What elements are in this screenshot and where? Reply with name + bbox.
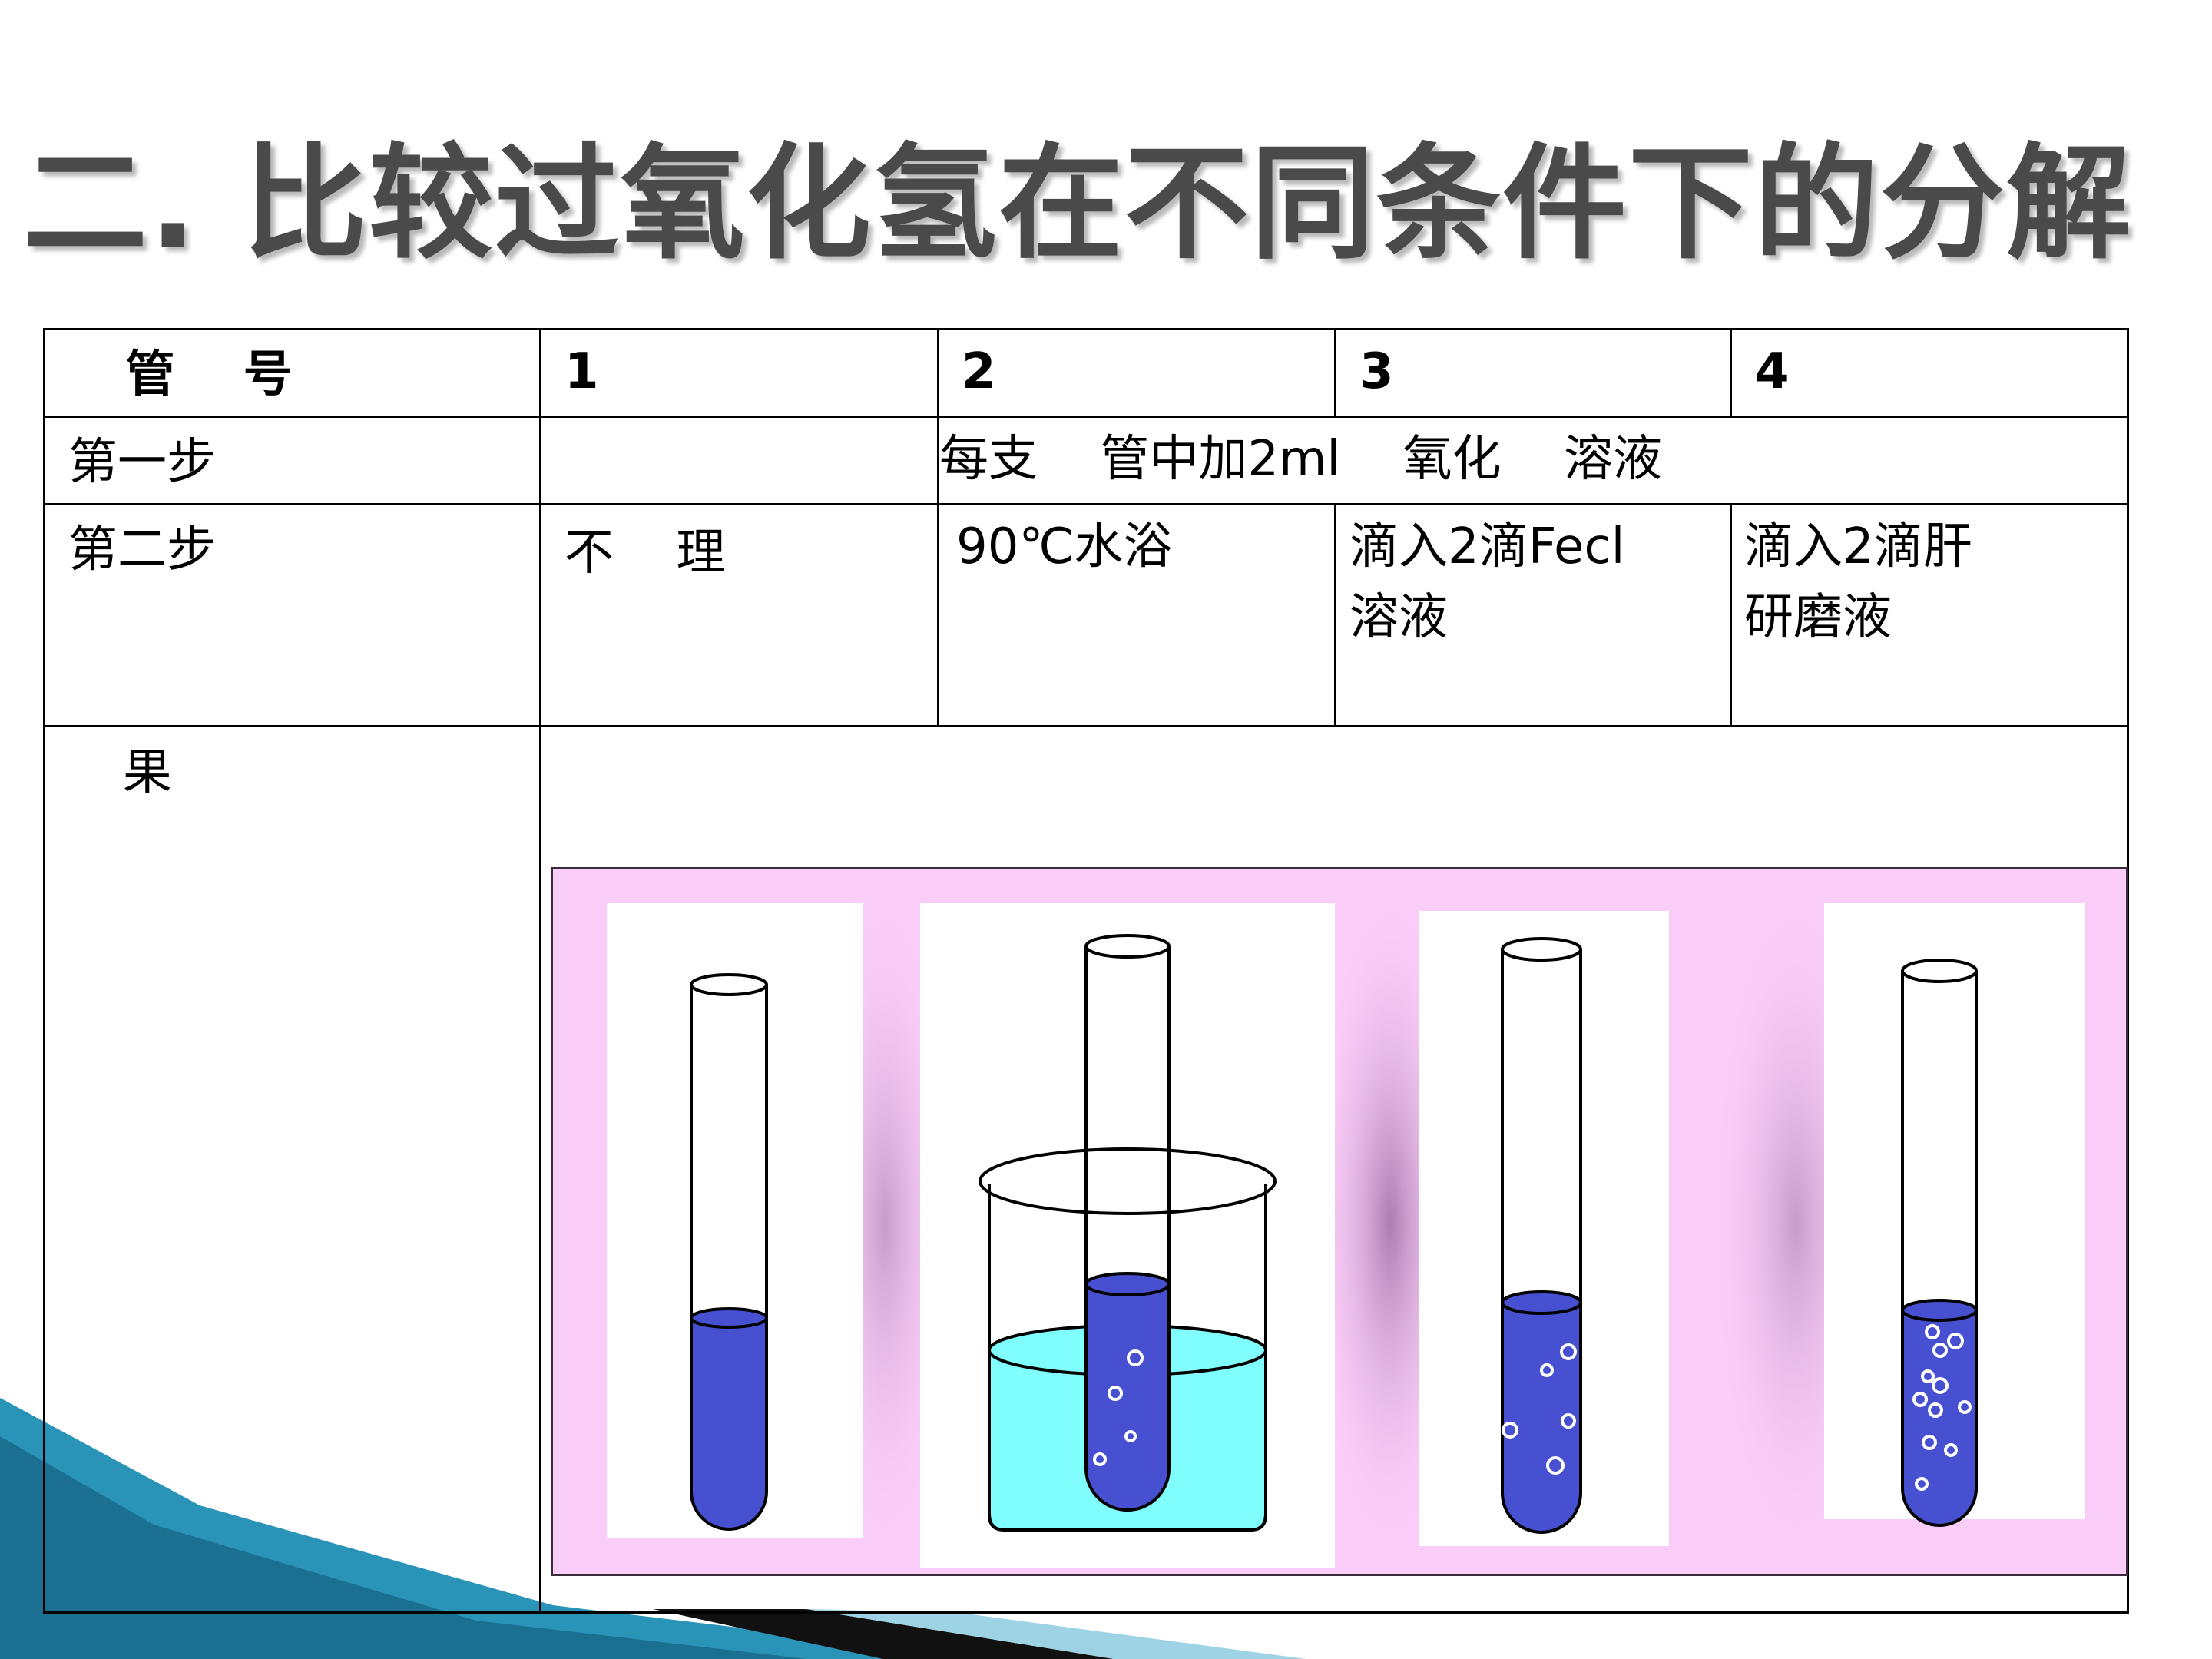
test-tube-4 [1901,959,1978,1527]
header-tube-2: 2 [962,343,996,400]
table-row-divider [45,503,2127,505]
table-column-divider [539,330,541,1611]
table-column-divider [1730,503,1732,725]
result-label: 果 [91,744,172,801]
table-row-divider [45,416,2127,418]
test-tube-illustration [551,867,2128,1576]
header-tube-3: 3 [1359,343,1394,400]
bubbles-tube-2 [1093,1349,1144,1466]
step2-label: 第二步 [68,522,216,578]
table-column-divider [1334,330,1336,416]
test-tube-1 [690,973,768,1531]
bubbles-tube-4 [1912,1324,1972,1491]
table-column-divider [1334,503,1336,725]
table-column-divider [937,330,939,725]
step1-label: 第一步 [68,434,216,491]
test-tube-3 [1501,937,1582,1534]
step2-tube-2: 90℃水浴 [956,518,1173,575]
table-column-divider [1730,330,1732,416]
step2-tube-3: 滴入2滴Fecl 溶液 [1349,518,1625,646]
header-tube-4: 4 [1755,343,1790,400]
step1-content: 每支 管中加2ml 氧化 溶液 [939,431,1662,488]
experiment-table: 管 号 1 2 3 4 第一步 每支 管中加2ml 氧化 溶液 第二步 不 理 … [43,328,2129,1614]
step2-tube-1: 不 理 [565,525,726,581]
header-tube-number-label: 管 号 [91,346,293,403]
header-tube-1: 1 [565,343,599,400]
test-tube-2-in-beaker [979,934,1277,1532]
bubbles-tube-3 [1502,1343,1577,1475]
step2-tube-4: 滴入2滴肝 研磨液 [1744,518,1972,646]
table-row-divider [45,725,2127,727]
page-title: 二. 比较过氧化氢在不同条件下的分解 [23,132,2132,276]
